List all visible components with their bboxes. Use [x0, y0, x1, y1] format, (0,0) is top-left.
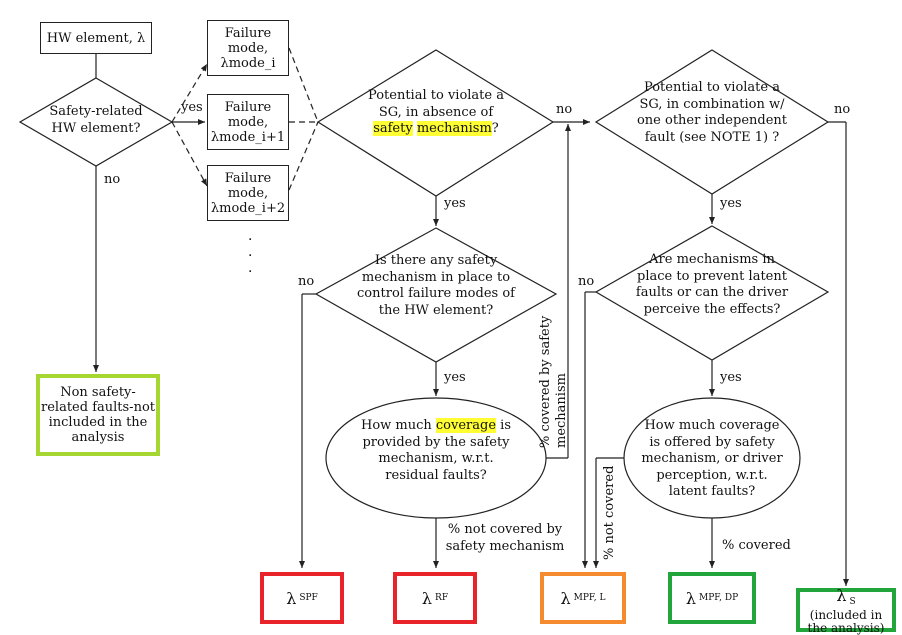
violate-sg-highlight-1: safety: [373, 121, 413, 136]
label-no-safety: no: [104, 172, 121, 187]
outcome-spf-symbol: λ: [286, 588, 297, 608]
label-yes-safety: yes: [181, 100, 203, 115]
label-yes-latent: yes: [720, 370, 742, 385]
hw-element-box: HW element, λ: [40, 22, 152, 54]
outcome-mpf-l-sub: MPF, L: [573, 592, 606, 603]
outcome-rf-sub: RF: [435, 592, 449, 603]
violate-sg-pre: Potential to violate a SG, in absence of: [368, 88, 504, 120]
coverage-latent-text: How much coverage is offered by safety m…: [641, 418, 783, 499]
label-no-combination: no: [834, 102, 851, 117]
outcome-rf-symbol: λ: [421, 588, 433, 608]
label-no-mechanism: no: [298, 274, 315, 289]
label-no-violate: no: [556, 102, 573, 117]
coverage-rf-pre: How much: [360, 418, 436, 433]
label-no-latent: no: [578, 274, 595, 289]
decision-safety-related-text: Safety-related HW element?: [49, 104, 143, 136]
decision-violate-sg-text: Potential to violate a SG, in absence of…: [365, 88, 507, 138]
coverage-rf-text: How much coverage is provided by the saf…: [350, 418, 522, 484]
label-yes-violate: yes: [444, 196, 466, 211]
non-safety-box: Non safety-related faults-not included i…: [36, 374, 160, 456]
violate-sg-post: ?: [491, 121, 499, 136]
failure-mode-i-box: Failure mode, λmode_i: [207, 20, 289, 76]
label-not-covered: % not covered: [602, 465, 617, 560]
label-covered: % covered: [722, 538, 791, 553]
decision-safety-mechanism-text: Is there any safety mechanism in place t…: [357, 253, 515, 318]
label-yes-combination: yes: [720, 196, 742, 211]
outcome-mpf-l-symbol: λ: [560, 588, 571, 608]
outcome-mpf-dp-symbol: λ: [685, 588, 697, 608]
label-covered-by-sm: % covered by safety mechanism: [538, 315, 569, 448]
outcome-mpf-dp-sub: MPF, DP: [699, 592, 739, 603]
failure-mode-i2-box: Failure mode, λmode_i+2: [207, 165, 289, 221]
outcome-s-note: (included in the analysis): [807, 608, 885, 635]
failure-mode-i1-box: Failure mode, λmode_i+1: [207, 94, 289, 150]
coverage-highlight: coverage: [435, 418, 497, 433]
label-yes-mechanism: yes: [444, 370, 466, 385]
outcome-s-sub: S: [849, 597, 856, 607]
label-not-covered-by-sm: % not covered by safety mechanism: [445, 522, 565, 554]
decision-latent-text: Are mechanisms in place to prevent laten…: [635, 252, 789, 317]
outcome-s-symbol: λ: [836, 586, 847, 605]
outcome-spf-sub: SPF: [299, 592, 318, 603]
coverage-rf-post: is provided by the safety mechanism, w.r…: [362, 418, 511, 483]
ellipsis-dots: ···: [248, 232, 253, 280]
violate-sg-highlight-2: mechanism: [416, 121, 492, 136]
decision-violate-combination-text: Potential to violate a SG, in combinatio…: [636, 80, 788, 145]
